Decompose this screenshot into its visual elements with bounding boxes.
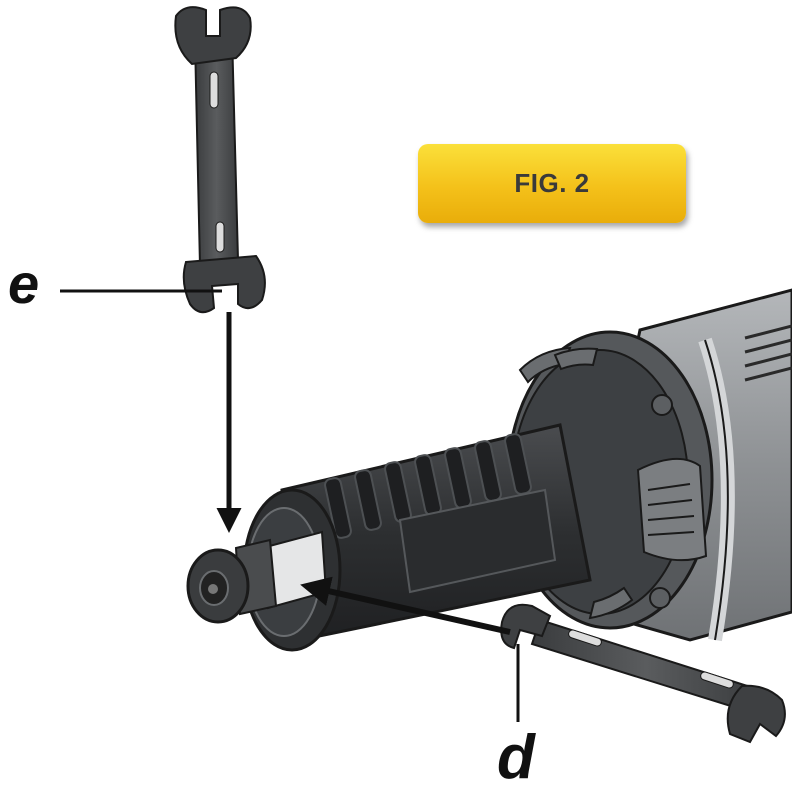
figure-badge: FIG. 2 — [418, 144, 686, 223]
arrow-d — [300, 576, 511, 635]
screw-bottom — [649, 587, 671, 609]
collar-ribs — [518, 346, 634, 620]
callout-label-e: e — [8, 252, 40, 315]
switch-window — [636, 457, 708, 562]
callout-lines — [60, 289, 520, 722]
housing-vents — [744, 324, 792, 382]
grip-pad — [398, 488, 557, 594]
collet-nut — [186, 538, 278, 624]
die-grinder — [186, 288, 792, 652]
figure-title: FIG. 2 — [514, 168, 590, 198]
callout-label-d: d — [497, 723, 535, 792]
wrench-e — [174, 6, 266, 314]
grip-ribs — [324, 433, 532, 539]
screw-top — [651, 394, 673, 416]
wrench-d — [500, 603, 786, 744]
